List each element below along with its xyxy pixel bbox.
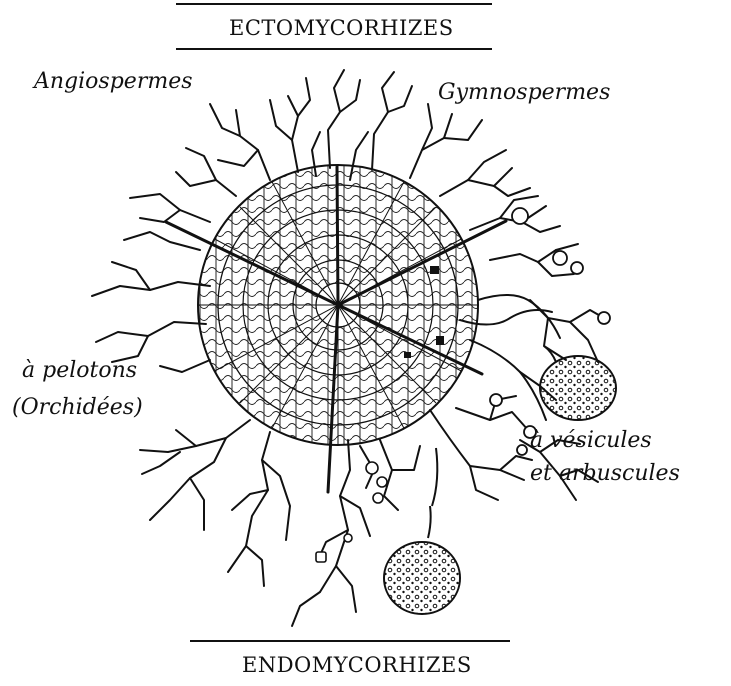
vesicle-bottom (384, 448, 460, 614)
label-gymnospermes: Gymnospermes (438, 80, 610, 105)
label-orchidees: (Orchidées) (12, 395, 143, 420)
bottom-spores (316, 462, 387, 562)
bottom-rule (190, 640, 510, 642)
title-endomycorhizes: ENDOMYCORHIZES (242, 653, 472, 677)
vesicle-right (540, 346, 616, 420)
label-vesicules: à vésicules (530, 428, 652, 453)
root-cross-section (190, 160, 490, 460)
label-arbuscules: et arbuscules (530, 461, 680, 486)
label-angiospermes: Angiospermes (34, 69, 193, 94)
label-pelotons: à pelotons (22, 358, 137, 383)
